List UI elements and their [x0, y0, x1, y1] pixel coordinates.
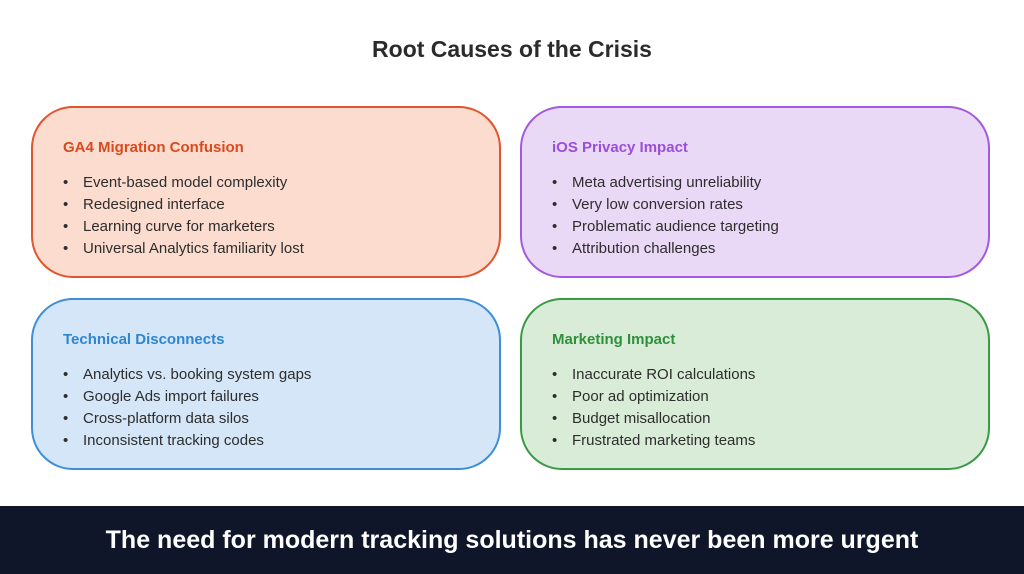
- list-item: •Very low conversion rates: [552, 196, 743, 213]
- list-item: •Inaccurate ROI calculations: [552, 366, 756, 383]
- list-item: •Meta advertising unreliability: [552, 174, 762, 191]
- list-item: •Redesigned interface: [63, 196, 225, 213]
- list-item: •Attribution challenges: [552, 240, 716, 257]
- card-list: •Inaccurate ROI calculations •Poor ad op…: [552, 364, 755, 452]
- footer-banner: The need for modern tracking solutions h…: [0, 506, 1024, 574]
- card-technical-disconnects: Technical Disconnects •Analytics vs. boo…: [31, 298, 501, 470]
- list-item: •Problematic audience targeting: [552, 218, 779, 235]
- list-item: •Cross-platform data silos: [63, 410, 249, 427]
- list-item: •Google Ads import failures: [63, 388, 259, 405]
- list-item: •Analytics vs. booking system gaps: [63, 366, 312, 383]
- card-ga4-migration-confusion: GA4 Migration Confusion •Event-based mod…: [31, 106, 501, 278]
- card-list: •Event-based model complexity •Redesigne…: [63, 172, 304, 260]
- card-ios-privacy-impact: iOS Privacy Impact •Meta advertising unr…: [520, 106, 990, 278]
- page-title: Root Causes of the Crisis: [372, 36, 652, 62]
- list-item: •Poor ad optimization: [552, 388, 709, 405]
- list-item: •Universal Analytics familiarity lost: [63, 240, 304, 257]
- card-list: •Analytics vs. booking system gaps •Goog…: [63, 364, 311, 452]
- footer-text: The need for modern tracking solutions h…: [105, 525, 919, 554]
- list-item: •Event-based model complexity: [63, 174, 288, 191]
- card-marketing-impact: Marketing Impact •Inaccurate ROI calcula…: [520, 298, 990, 470]
- card-list: •Meta advertising unreliability •Very lo…: [552, 172, 779, 260]
- card-title: Marketing Impact: [552, 331, 676, 348]
- list-item: •Frustrated marketing teams: [552, 432, 756, 449]
- list-item: •Budget misallocation: [552, 410, 711, 427]
- card-title: GA4 Migration Confusion: [63, 139, 244, 156]
- list-item: •Learning curve for marketers: [63, 218, 275, 235]
- list-item: •Inconsistent tracking codes: [63, 432, 264, 449]
- card-title: Technical Disconnects: [63, 331, 225, 348]
- card-title: iOS Privacy Impact: [552, 139, 688, 156]
